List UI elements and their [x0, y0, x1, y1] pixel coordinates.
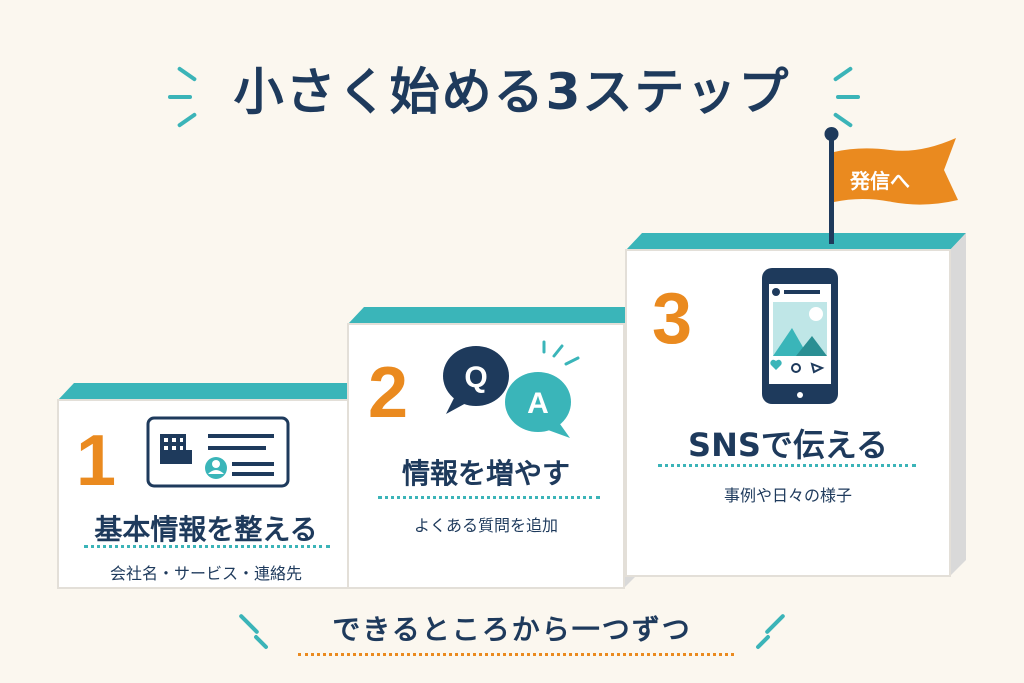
qa-bubbles-icon: Q A — [443, 340, 580, 438]
page-title: 小さく始める3ステップ — [233, 63, 791, 121]
bubble-q-text: Q — [464, 361, 487, 394]
business-card-icon — [146, 416, 290, 488]
step-1-number: 1 — [76, 421, 117, 501]
step-3-number: 3 — [652, 279, 693, 359]
footer-message: できるところから一つずつ — [332, 613, 692, 646]
title-accent-left-2 — [168, 95, 192, 99]
title-accent-right-2 — [836, 95, 860, 99]
footer-underline — [298, 653, 734, 656]
step-1-divider — [84, 545, 330, 548]
step-2-number: 2 — [368, 353, 409, 433]
step-2-heading: 情報を増やす — [401, 457, 570, 490]
smartphone-icon — [762, 268, 838, 404]
step-3-detail: 事例や日々の様子 — [723, 486, 852, 505]
step-3-heading: SNSで伝える — [688, 426, 888, 464]
step-1-detail: 会社名・サービス・連絡先 — [109, 564, 302, 583]
step-2-divider — [378, 496, 600, 499]
flag-label: 発信へ — [850, 169, 910, 193]
step-1-heading: 基本情報を整える — [94, 513, 318, 546]
step-2-detail: よくある質問を追加 — [413, 516, 558, 535]
bubble-a-text: A — [527, 387, 549, 420]
flag-icon — [824, 127, 958, 244]
step-3-divider — [658, 464, 916, 467]
